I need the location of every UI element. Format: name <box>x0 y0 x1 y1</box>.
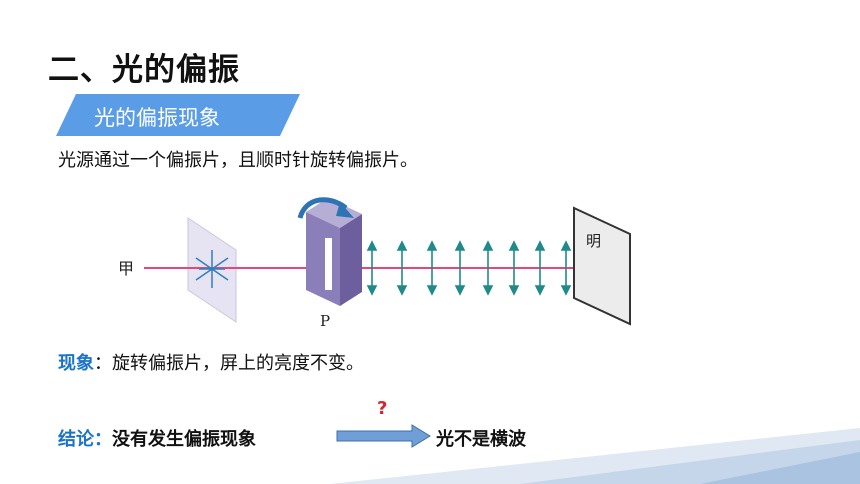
polarized-vibrations <box>366 240 572 296</box>
polarizer-top <box>306 198 362 228</box>
banner-text: 光的偏振现象 <box>94 106 220 130</box>
question-mark: ? <box>377 398 388 419</box>
phenomenon-line: 现象：旋转偏振片，屏上的亮度不变。 <box>58 349 364 375</box>
polarizer-side <box>340 214 362 306</box>
conclusion-line: 结论：没有发生偏振现象 <box>58 425 256 451</box>
polarization-diagram: 甲 P 明 <box>118 197 631 330</box>
phenomenon-text: 旋转偏振片，屏上的亮度不变。 <box>112 353 364 374</box>
conclusion-label: 结论： <box>58 429 112 450</box>
natural-light-vibrations <box>195 250 229 288</box>
phenomenon-separator: ： <box>94 353 112 374</box>
conclusion-text: 没有发生偏振现象 <box>112 429 256 450</box>
section-banner: 光的偏振现象 <box>56 94 300 136</box>
polarizer-label: P <box>320 312 330 330</box>
intro-text: 光源通过一个偏振片，且顺时针旋转偏振片。 <box>58 150 418 171</box>
phenomenon-label: 现象 <box>58 353 94 374</box>
polarizer-face <box>306 212 340 306</box>
page-title: 二、光的偏振 <box>48 52 240 88</box>
source-label: 甲 <box>118 259 134 278</box>
polarizer-slit <box>325 238 332 290</box>
screen-label: 明 <box>586 232 601 250</box>
banner-shape <box>56 94 300 136</box>
conclusion-result: 光不是横波 <box>436 429 526 450</box>
screen <box>573 206 631 326</box>
conclusion-arrow <box>336 424 431 448</box>
rotate-arrowhead <box>336 202 354 218</box>
